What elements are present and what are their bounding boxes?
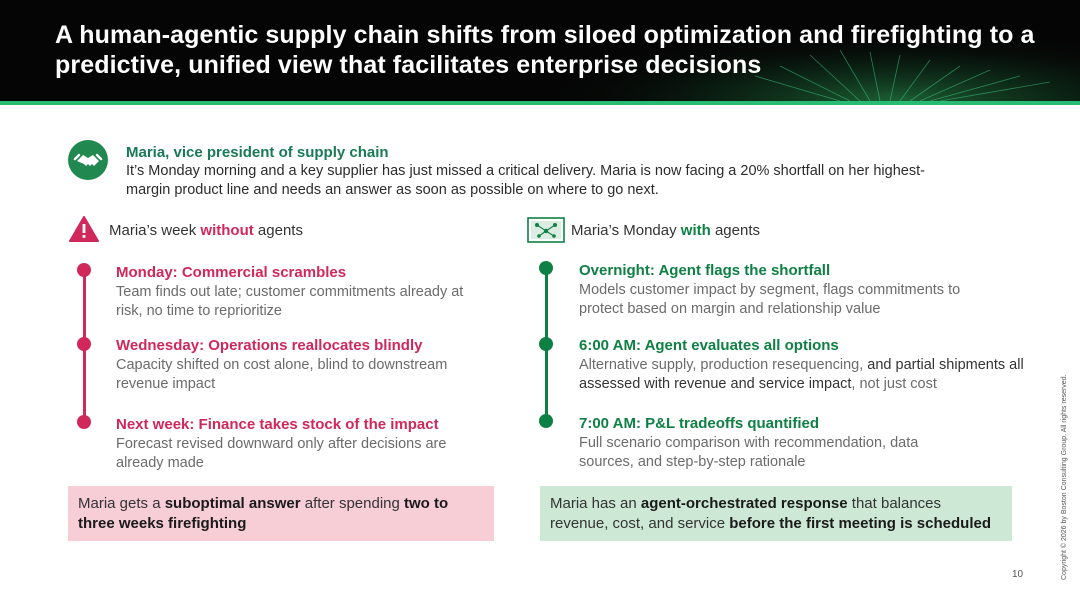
without-agents-summary: Maria gets a suboptimal answer after spe… bbox=[68, 486, 494, 541]
copyright-notice: Copyright © 2026 by Boston Consulting Gr… bbox=[1061, 374, 1068, 580]
timeline-dot bbox=[539, 337, 553, 351]
left-item-title: Wednesday: Operations reallocates blindl… bbox=[116, 337, 423, 354]
accent-divider bbox=[0, 101, 1080, 105]
header-light-streaks bbox=[560, 0, 1080, 101]
page-title: A human-agentic supply chain shifts from… bbox=[55, 21, 1035, 79]
left-item-body: Team finds out late; customer commitment… bbox=[116, 284, 464, 319]
right-item-body: Alternative supply, production resequenc… bbox=[579, 357, 1024, 392]
right-item-title: 7:00 AM: P&L tradeoffs quantified bbox=[579, 415, 820, 432]
left-item-body: Capacity shifted on cost alone, blind to… bbox=[116, 357, 448, 392]
handshake-icon bbox=[68, 140, 108, 180]
timeline-dot bbox=[77, 337, 91, 351]
page-number: 10 bbox=[1012, 569, 1024, 580]
timeline-dot bbox=[77, 263, 91, 277]
left-item-body: Forecast revised downward only after dec… bbox=[116, 436, 447, 471]
timeline-dot bbox=[539, 261, 553, 275]
timeline-dot bbox=[539, 414, 553, 428]
right-item-title: Overnight: Agent flags the shortfall bbox=[579, 262, 831, 279]
timeline-dot bbox=[77, 415, 91, 429]
right-item-title: 6:00 AM: Agent evaluates all options bbox=[579, 337, 839, 354]
right-item-body: Full scenario comparison with recommenda… bbox=[579, 435, 919, 470]
left-item-title: Monday: Commercial scrambles bbox=[116, 264, 347, 281]
with-agents-heading: Maria’s Monday with agents bbox=[571, 222, 760, 239]
persona-description: It’s Monday morning and a key supplier h… bbox=[126, 163, 925, 198]
left-item-title: Next week: Finance takes stock of the im… bbox=[116, 416, 439, 433]
with-agents-summary: Maria has an agent-orchestrated response… bbox=[540, 486, 1012, 541]
without-agents-heading: Maria’s week without agents bbox=[109, 222, 303, 239]
persona-name: Maria, vice president of supply chain bbox=[126, 144, 389, 161]
right-item-body: Models customer impact by segment, flags… bbox=[579, 282, 961, 317]
agent-network-icon bbox=[527, 217, 565, 243]
warning-icon bbox=[69, 216, 99, 242]
title-banner: A human-agentic supply chain shifts from… bbox=[0, 0, 1080, 101]
